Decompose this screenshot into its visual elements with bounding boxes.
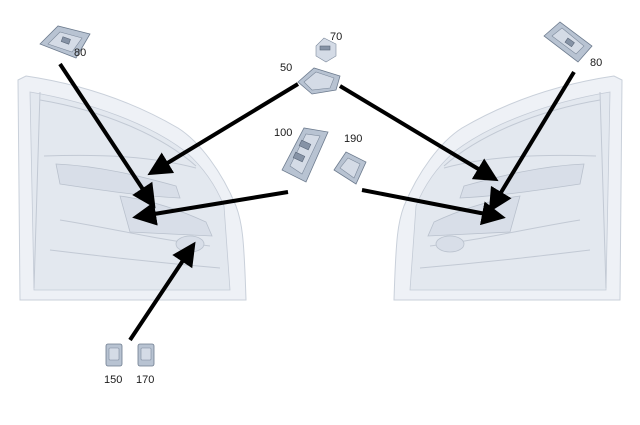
leader-150-170 [128, 241, 196, 342]
label-170: 170 [136, 374, 154, 386]
leader-arrows [58, 62, 576, 342]
leader-50-left [147, 82, 300, 176]
label-50: 50 [280, 62, 292, 74]
part-80-right[interactable] [543, 21, 593, 63]
leader-80-right [488, 70, 576, 213]
label-100: 100 [274, 127, 292, 139]
part-80-left[interactable] [39, 25, 91, 59]
part-50[interactable] [297, 67, 341, 95]
label-80-right: 80 [590, 57, 602, 69]
left-door-panel [17, 75, 247, 301]
part-170[interactable] [137, 343, 155, 367]
leader-50-right [338, 84, 499, 182]
part-190[interactable] [333, 151, 367, 185]
part-100[interactable] [281, 127, 329, 183]
label-190: 190 [344, 133, 362, 145]
label-70: 70 [330, 31, 342, 43]
leader-100 [132, 190, 289, 226]
part-70[interactable] [315, 37, 337, 63]
right-door-panel [393, 75, 623, 301]
label-150: 150 [104, 374, 122, 386]
leader-80-left [58, 62, 156, 209]
label-80-left: 80 [74, 47, 86, 59]
leader-190 [361, 188, 506, 226]
part-150[interactable] [105, 343, 123, 367]
